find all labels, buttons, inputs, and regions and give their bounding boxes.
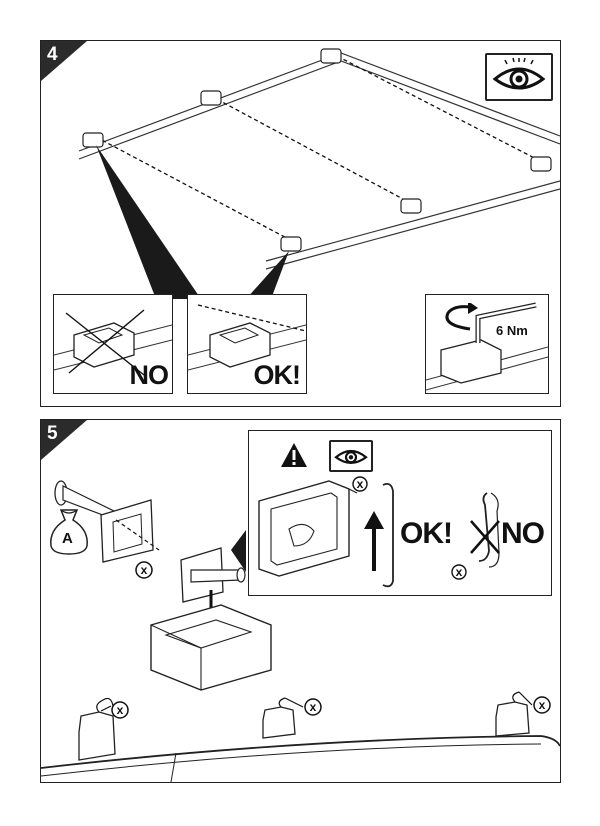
step-4-ok-box: OK! xyxy=(187,294,307,394)
svg-text:x: x xyxy=(310,700,317,714)
x-marker-icon: x xyxy=(304,698,322,716)
torque-drawing xyxy=(426,302,548,391)
x-marker-icon: x xyxy=(533,696,551,714)
svg-text:x: x xyxy=(539,698,546,712)
inset-eye-icon-box xyxy=(329,440,373,472)
eye-icon-box xyxy=(485,53,553,101)
step-5-badge: 5 xyxy=(41,420,87,460)
bracket-assembly-drawing xyxy=(41,480,560,782)
torque-label: 6 Nm xyxy=(496,323,528,338)
roof-rails-drawing xyxy=(78,48,560,299)
torque-box: 6 Nm xyxy=(425,294,549,394)
step-5-inset-box: x x OK! NO xyxy=(248,430,552,596)
x-marker-icon: x xyxy=(135,561,153,579)
step-4-no-label: NO xyxy=(129,360,169,390)
x-marker-icon: x xyxy=(352,476,368,492)
eye-icon xyxy=(334,449,368,464)
bracket-correct-position-drawing xyxy=(188,304,306,371)
step-5-number: 5 xyxy=(47,423,58,444)
x-marker-icon: x xyxy=(111,701,129,719)
x-marker-icon: x xyxy=(451,564,467,580)
bag-label: A xyxy=(62,530,73,547)
svg-text:x: x xyxy=(117,703,124,717)
step-5-no-label: NO xyxy=(501,517,545,550)
svg-text:x: x xyxy=(456,565,463,579)
step-4-ok-label: OK! xyxy=(253,360,301,390)
step-5-ok-label: OK! xyxy=(400,517,453,550)
step-4-number: 4 xyxy=(47,44,58,65)
step-4-panel: 4 xyxy=(40,40,561,407)
step-4-no-box: NO xyxy=(53,294,173,394)
svg-text:x: x xyxy=(357,477,364,491)
clip-drawing xyxy=(258,480,500,588)
step-4-badge: 4 xyxy=(41,41,87,81)
bag-icon xyxy=(50,509,88,555)
x-marker-text: x xyxy=(141,563,148,577)
bracket-wrong-position-drawing xyxy=(54,309,172,376)
step-5-panel: 5 xyxy=(40,419,561,783)
rotate-arrow-icon xyxy=(445,303,478,331)
warning-icon xyxy=(281,443,307,467)
eye-icon xyxy=(492,57,546,90)
